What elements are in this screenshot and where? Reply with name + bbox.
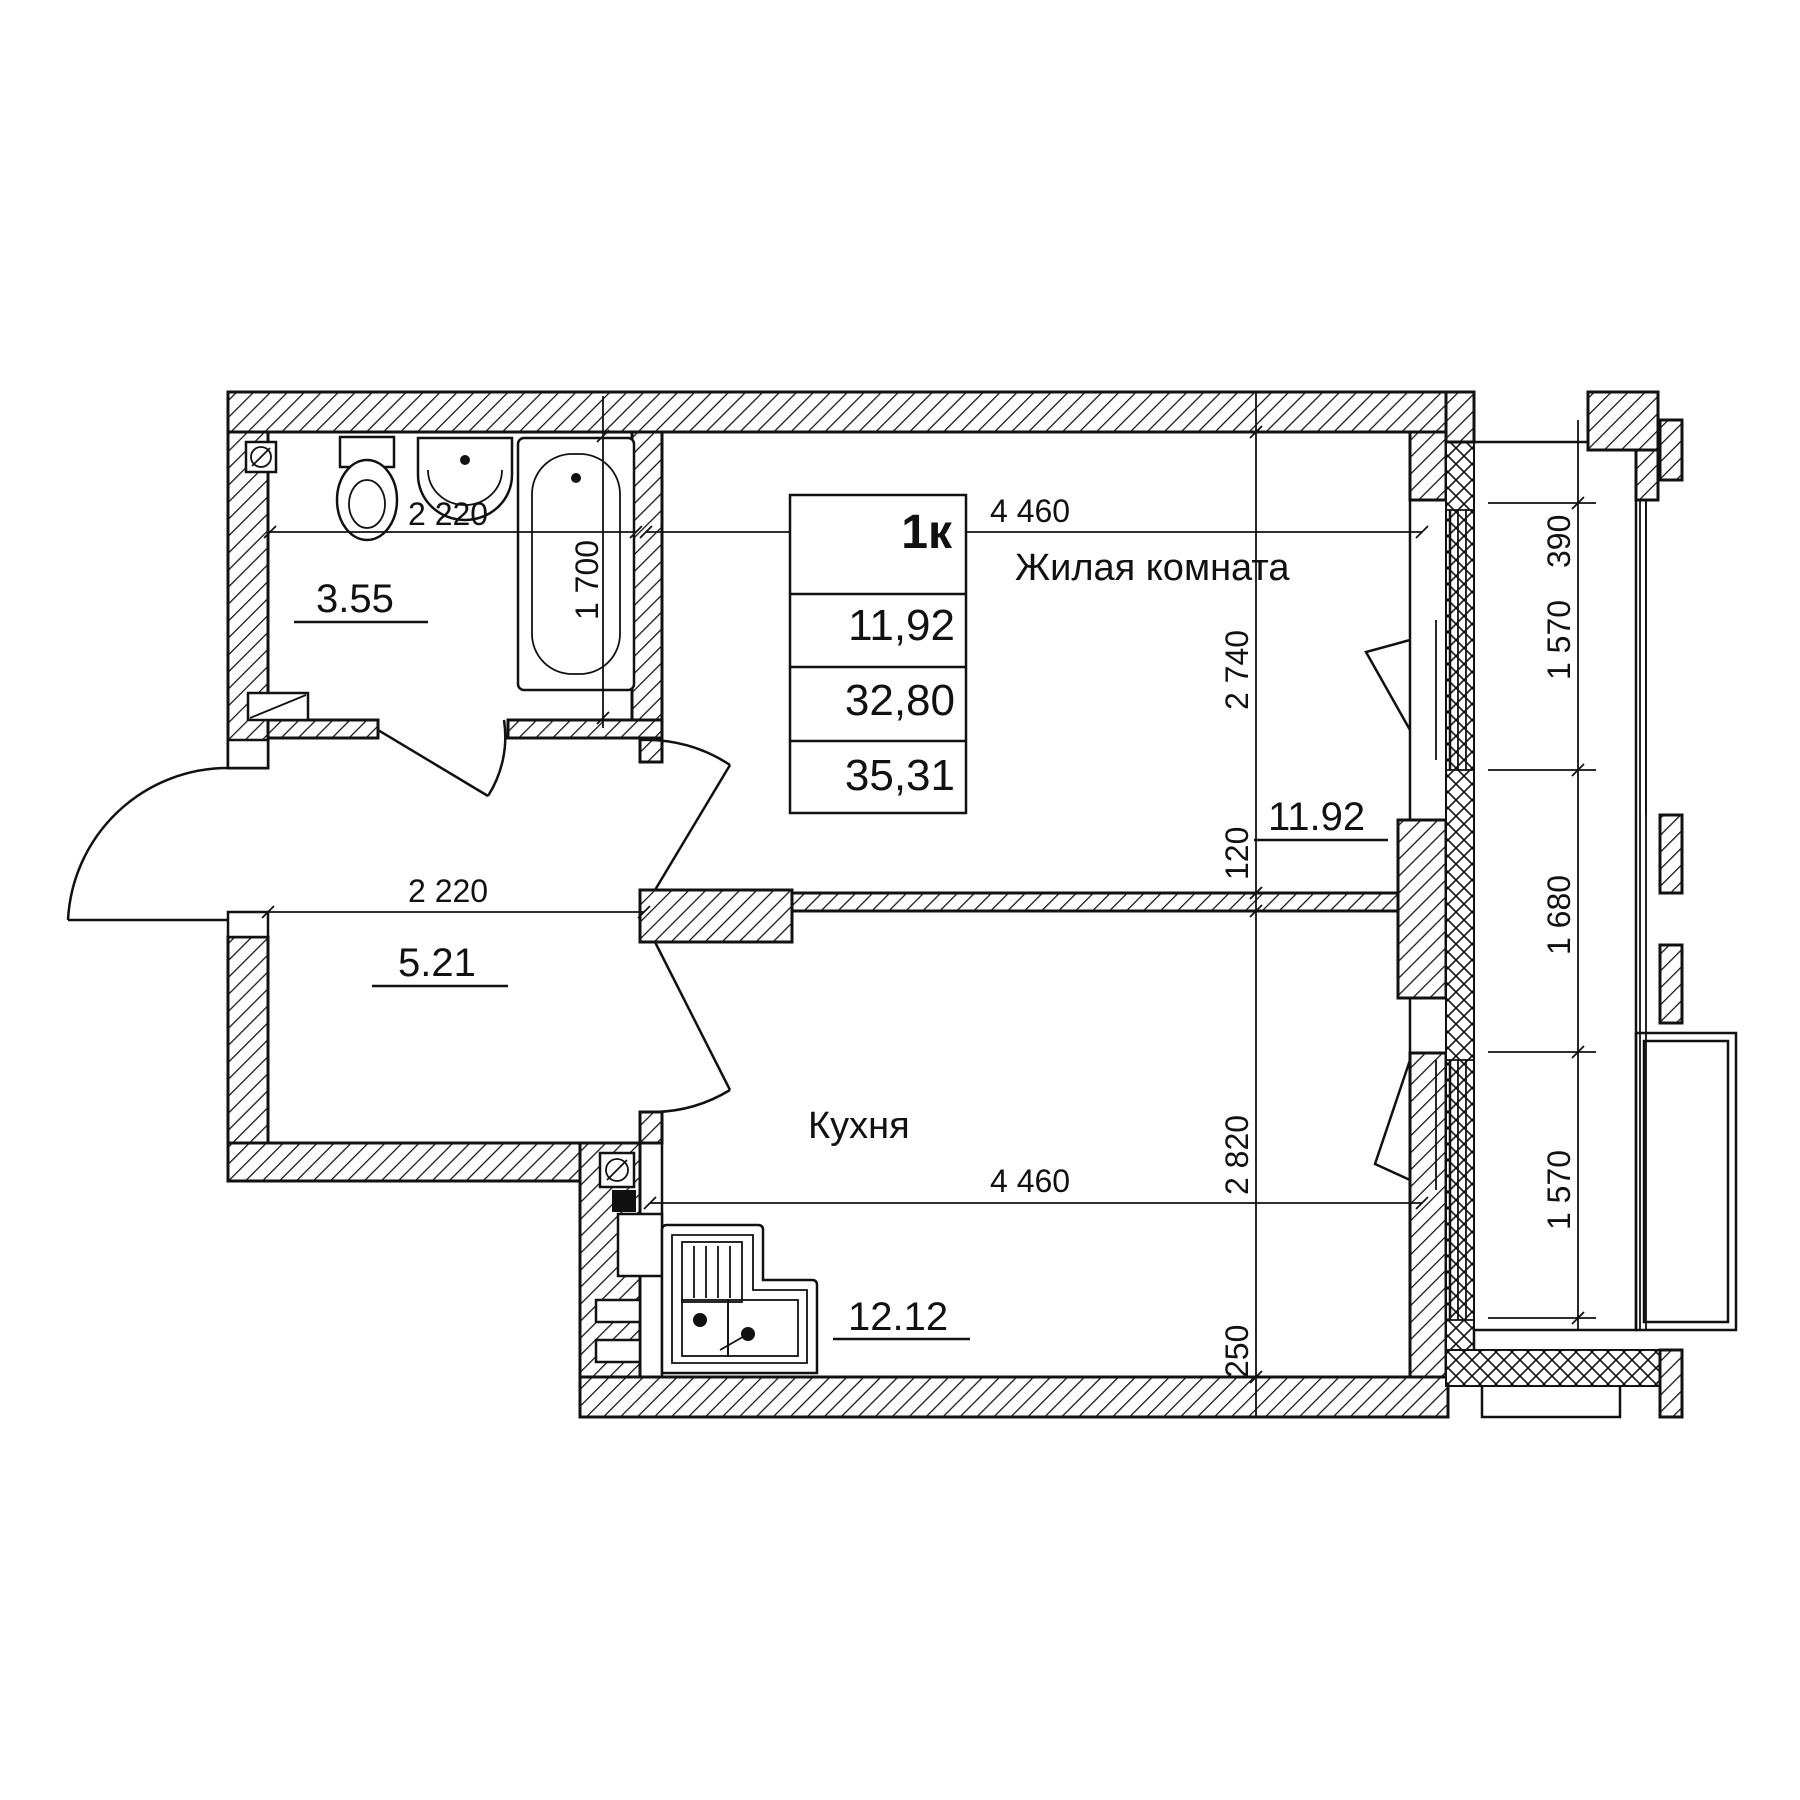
riser-icon xyxy=(244,440,278,474)
windows xyxy=(1446,500,1738,1332)
entrance-door[interactable] xyxy=(66,738,270,939)
living-area-value: 11,92 xyxy=(848,601,955,650)
total-area-value: 32,80 xyxy=(845,676,955,725)
toilet-icon xyxy=(335,435,399,542)
dim-balcony-bottom: 1 570 xyxy=(1541,1150,1577,1230)
dim-tub-length: 1 700 xyxy=(569,540,605,620)
bathtub-icon xyxy=(516,436,636,692)
stove-icon xyxy=(681,1299,799,1357)
kitchen-balcony-door[interactable] xyxy=(1373,1059,1437,1190)
dim-partition: 120 xyxy=(1219,827,1255,880)
bathroom-sink-icon xyxy=(416,436,514,522)
living-room-label: Жилая комната xyxy=(1015,547,1290,589)
living-window xyxy=(1446,509,1474,771)
room-labels: Жилая комната 11.92 Кухня 12.12 3.55 5.2… xyxy=(316,547,1365,1339)
apartment-type: 1к xyxy=(901,506,953,559)
kitchen-riser-icon xyxy=(598,1151,636,1212)
dim-balcony-mid: 1 680 xyxy=(1541,875,1577,955)
living-balcony-door[interactable] xyxy=(1364,620,1437,760)
total-area-with-balcony-value: 35,31 xyxy=(845,751,955,800)
dim-living-width: 4 460 xyxy=(990,493,1070,529)
kitchen-window xyxy=(1446,1059,1474,1321)
dim-bath-width: 2 220 xyxy=(408,496,488,532)
bathroom-area: 3.55 xyxy=(316,577,394,621)
kitchen-counter-icon xyxy=(660,1223,819,1375)
balcony-glazing xyxy=(1634,500,1738,1332)
ventilation-icon xyxy=(594,1212,664,1364)
dim-kitchen-offset: 250 xyxy=(1219,1325,1255,1378)
hallway-area: 5.21 xyxy=(398,941,476,985)
hall-cabinet-icon xyxy=(246,691,310,722)
doors xyxy=(66,620,1437,1190)
dimension-labels: 2 220 1 700 2 220 4 460 2 740 120 2 820 … xyxy=(408,493,1577,1378)
dim-living-height: 2 740 xyxy=(1219,630,1255,710)
dimension-lines xyxy=(261,392,1596,1417)
dim-kitchen-width: 4 460 xyxy=(990,1163,1070,1199)
dim-kitchen-height: 2 820 xyxy=(1219,1115,1255,1195)
kitchen-sink-icon xyxy=(681,1241,743,1303)
dim-balcony-top-small: 390 xyxy=(1541,515,1577,568)
fixtures xyxy=(244,435,819,1375)
dim-balcony-top: 1 570 xyxy=(1541,600,1577,680)
living-room-area: 11.92 xyxy=(1268,795,1365,839)
summary-table: 1к 11,92 32,80 35,31 xyxy=(788,493,968,815)
kitchen-area: 12.12 xyxy=(848,1295,948,1339)
kitchen-label: Кухня xyxy=(808,1105,910,1147)
living-room-door[interactable] xyxy=(639,738,732,891)
dim-hall-width: 2 220 xyxy=(408,873,488,909)
kitchen-door[interactable] xyxy=(653,941,732,1114)
bathroom-door[interactable] xyxy=(377,719,507,798)
